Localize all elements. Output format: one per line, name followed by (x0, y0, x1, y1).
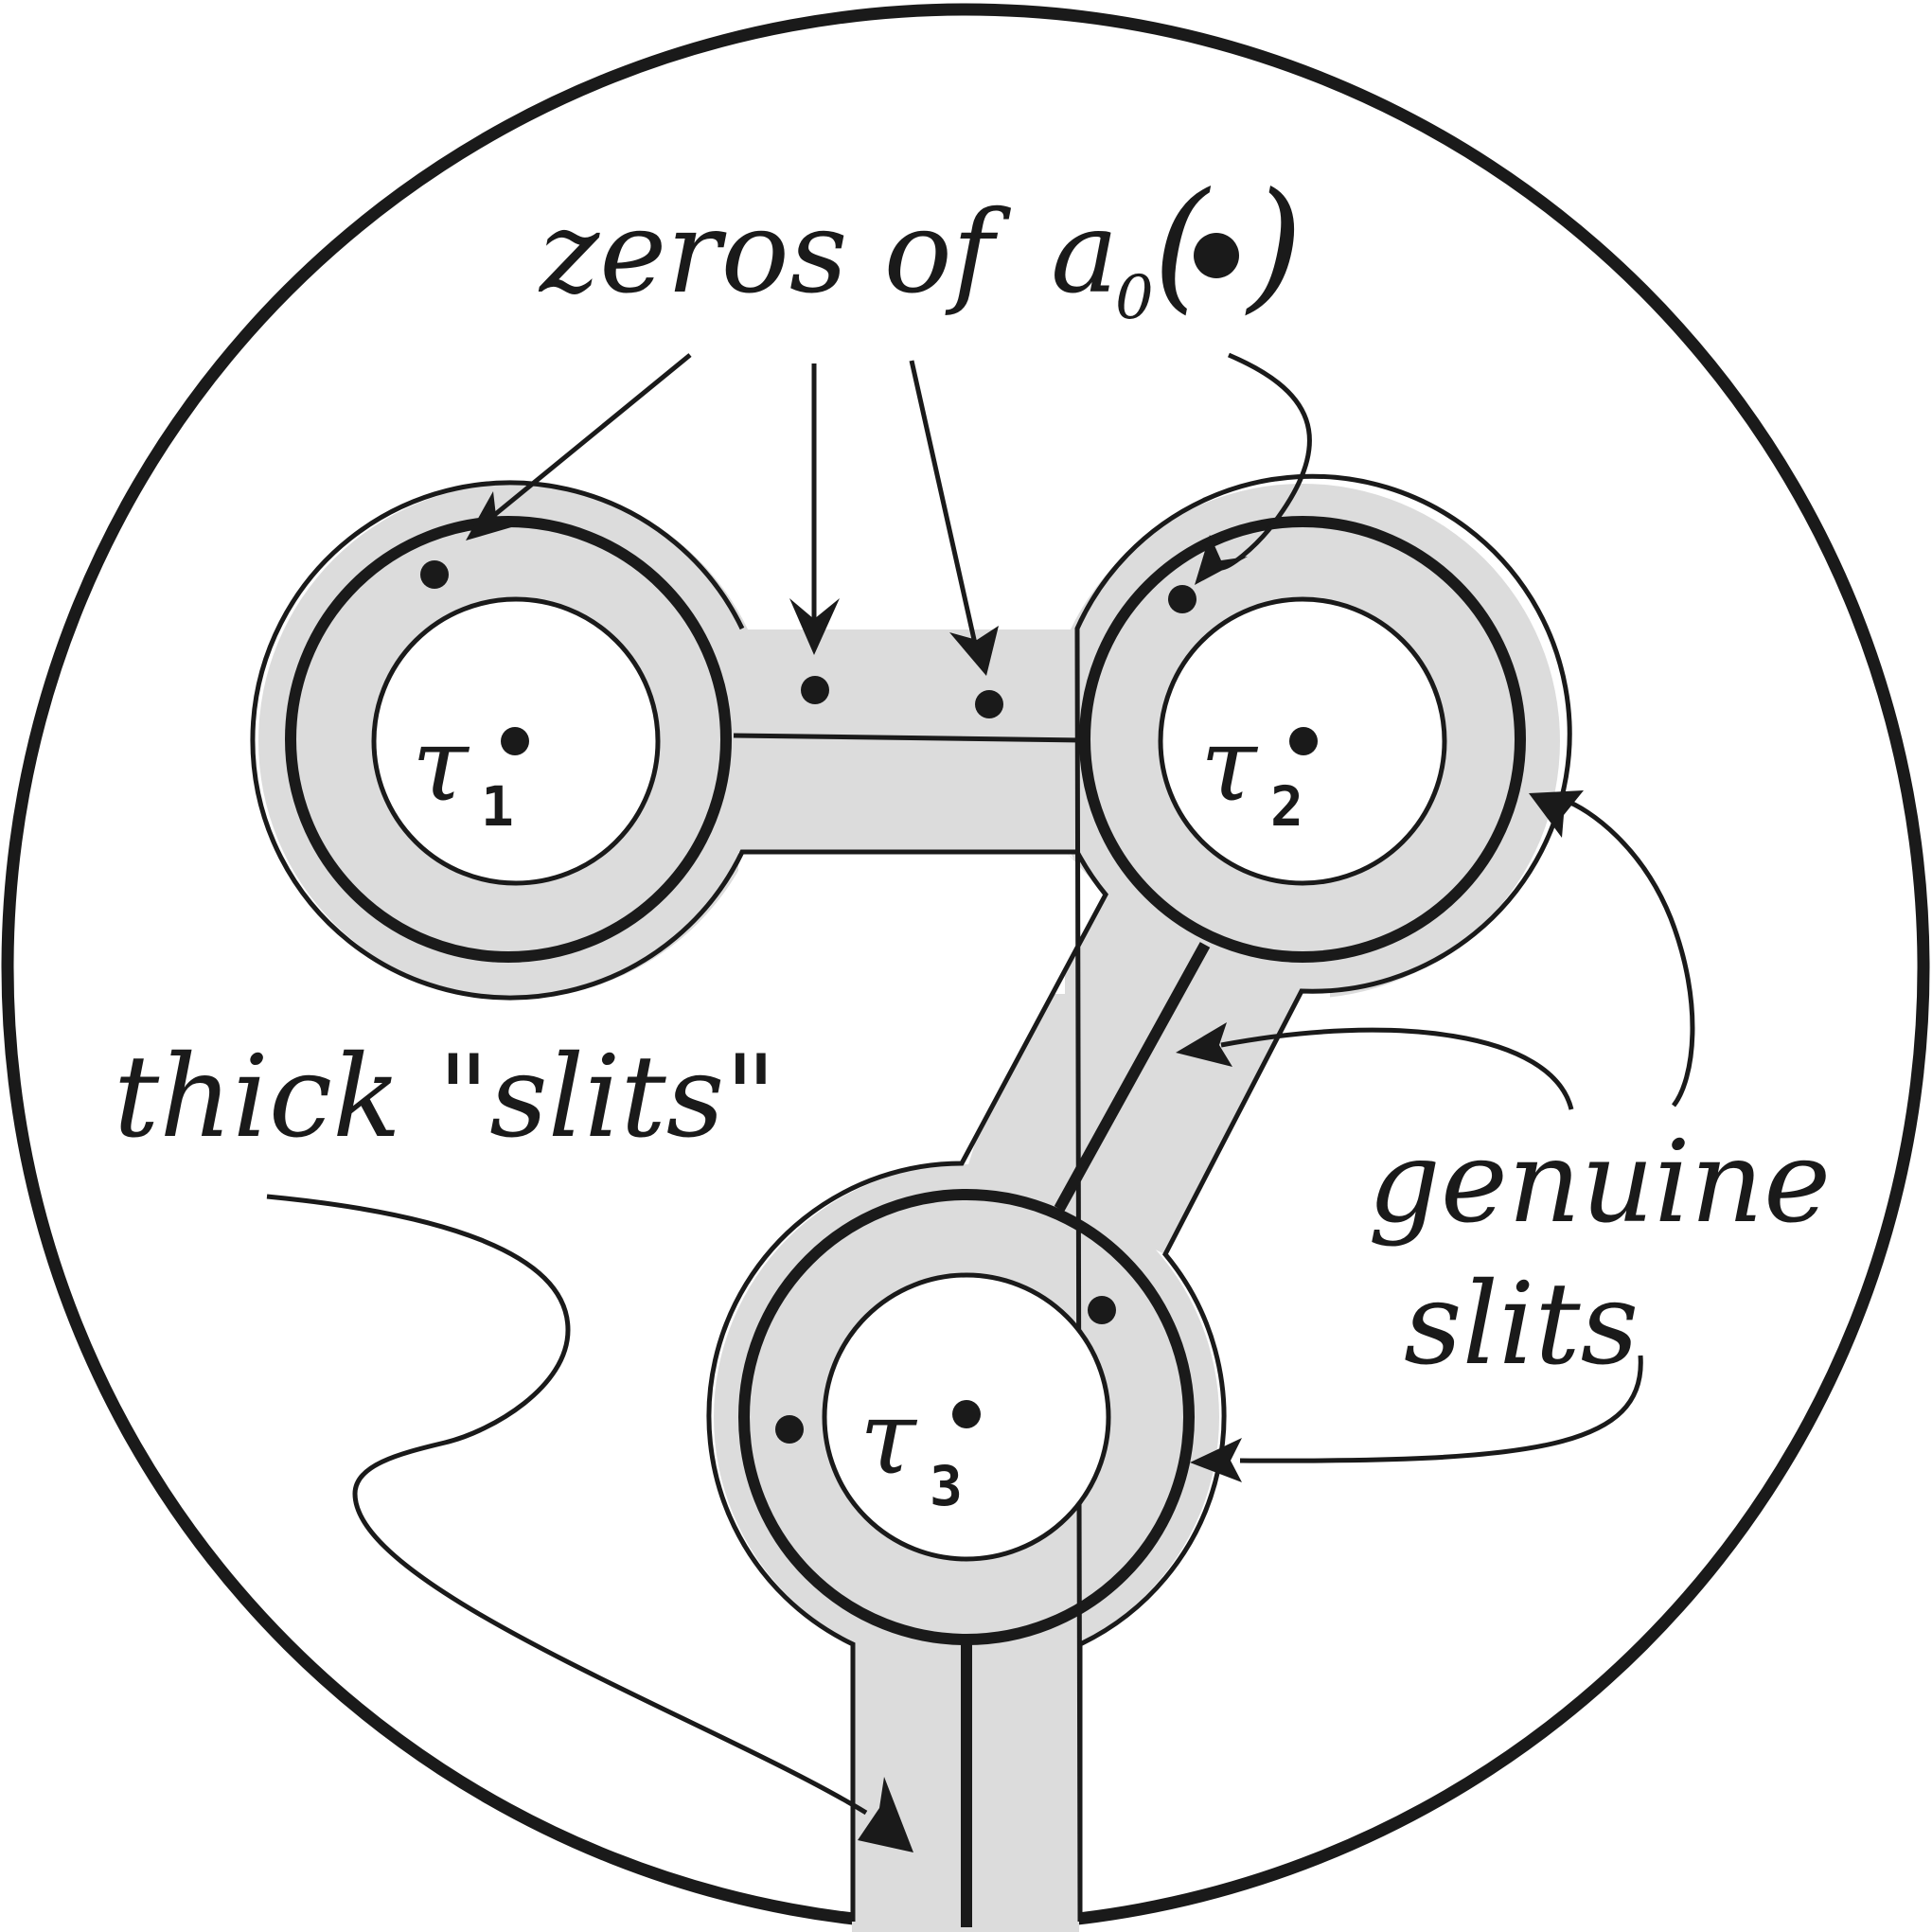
thick-slits-label: thick "slits" (114, 1032, 777, 1163)
zero-dot (1088, 1296, 1116, 1324)
tau-2-symbol: τ (1200, 706, 1259, 824)
zero-dot (420, 560, 449, 589)
thick-slit-horizontal (733, 733, 1085, 743)
thick-slits-arrowhead (858, 1777, 913, 1852)
zeros-label-fn: a (1051, 187, 1119, 319)
tau-3-index: 3 (930, 1454, 963, 1518)
genuine-slit-2 (1079, 516, 1526, 963)
slits-label: slits (1404, 1259, 1639, 1391)
zero-dot (1289, 727, 1318, 755)
arrowhead (949, 626, 999, 676)
arrowhead (1195, 535, 1248, 585)
zeros-label: zeros of (538, 187, 1012, 319)
tau-1-symbol: τ (412, 706, 470, 824)
zero-dot (501, 727, 529, 755)
tau-1-index: 1 (481, 774, 514, 839)
genuine-slits-arrow-line (1563, 797, 1695, 1108)
genuine-label: genuine (1368, 1117, 1831, 1249)
zeros-label-sub: 0 (1115, 263, 1154, 333)
genuine-slits-arrowhead (1190, 1438, 1242, 1482)
band-mask (738, 852, 1330, 1259)
genuine-slits-arrow-line (1220, 1027, 1574, 1110)
tau-2-index: 2 (1270, 774, 1303, 839)
zero-dot (1168, 585, 1196, 613)
zero-dot (975, 690, 1003, 718)
arrowhead (466, 491, 524, 541)
arrow-line (909, 360, 978, 645)
thick-slits-arrow-line (266, 1194, 868, 1816)
zero-dot (775, 1415, 804, 1444)
zeros-label-bullet (1194, 233, 1239, 278)
zero-dot (952, 1400, 981, 1428)
zero-dot (801, 676, 829, 704)
arrow-line (486, 353, 692, 523)
genuine-slits-arrow-line (1239, 1355, 1643, 1463)
zeros (420, 560, 1318, 1444)
zeros-label-paren-close: ) (1245, 163, 1303, 328)
genuine-slits-arrowhead (1529, 790, 1584, 838)
thick-slit-diagonal (1054, 942, 1211, 1212)
zeros-arrows (466, 352, 1312, 676)
arrowhead (789, 598, 840, 655)
genuine-slits-arrowhead (1176, 1022, 1232, 1067)
tau-3-symbol: τ (860, 1379, 918, 1498)
